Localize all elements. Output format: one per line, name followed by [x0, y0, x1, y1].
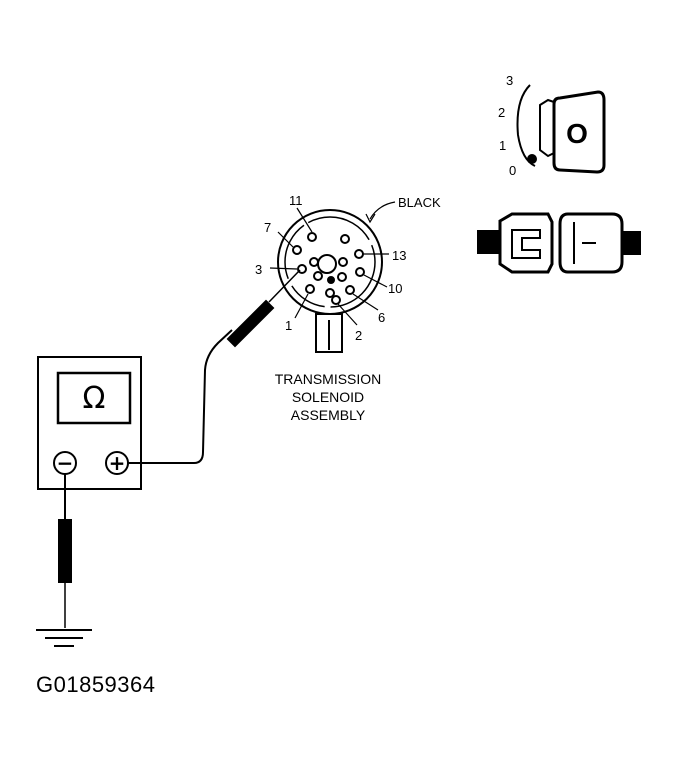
pin-label-10: 10	[388, 281, 402, 296]
key-position-2: 2	[498, 105, 505, 120]
pin-inner	[325, 288, 335, 298]
pin-top	[340, 234, 350, 244]
pin-label-3: 3	[255, 262, 262, 277]
disconnected-connector-icon	[477, 212, 641, 274]
connector-caption-line-3: ASSEMBLY	[291, 407, 366, 423]
figure-id: G01859364	[36, 672, 156, 697]
ohmmeter-body	[37, 356, 142, 490]
pin-label-1: 1	[285, 318, 292, 333]
connector-caption-line-1: TRANSMISSION	[275, 371, 382, 387]
pin-label-7: 7	[264, 220, 271, 235]
positive-test-lead	[128, 269, 301, 464]
key-position-3: 3	[506, 73, 513, 88]
key-letter: O	[566, 118, 588, 149]
ohm-symbol: Ω	[83, 381, 106, 416]
negative-test-lead	[58, 474, 72, 628]
ignition-key-icon	[516, 84, 606, 174]
pin-2	[331, 295, 341, 305]
pin-label-11: 11	[289, 193, 303, 208]
key-position-0: 0	[509, 163, 516, 178]
solenoid-connector	[269, 201, 396, 353]
ohmmeter	[37, 356, 142, 490]
pin-1	[305, 284, 315, 294]
pin-inner	[309, 257, 319, 267]
pin-13	[354, 249, 364, 259]
pin-11	[307, 232, 317, 242]
pin-10	[355, 267, 365, 277]
ground-symbol	[36, 629, 92, 647]
pin-label-13: 13	[392, 248, 406, 263]
pin-7	[292, 245, 302, 255]
positive-symbol: +	[109, 451, 126, 475]
pin-inner	[337, 272, 347, 282]
pin-inner	[338, 257, 348, 267]
pin-label-2: 2	[355, 328, 362, 343]
pin-6	[345, 285, 355, 295]
connector-color-label: BLACK	[398, 195, 441, 210]
negative-symbol: −	[57, 451, 74, 475]
ohmmeter-display	[56, 371, 132, 425]
pin-3	[297, 264, 307, 274]
key-position-1: 1	[499, 138, 506, 153]
pin-inner	[313, 271, 323, 281]
pin-label-6: 6	[378, 310, 385, 325]
connector-caption-line-2: SOLENOID	[292, 389, 364, 405]
